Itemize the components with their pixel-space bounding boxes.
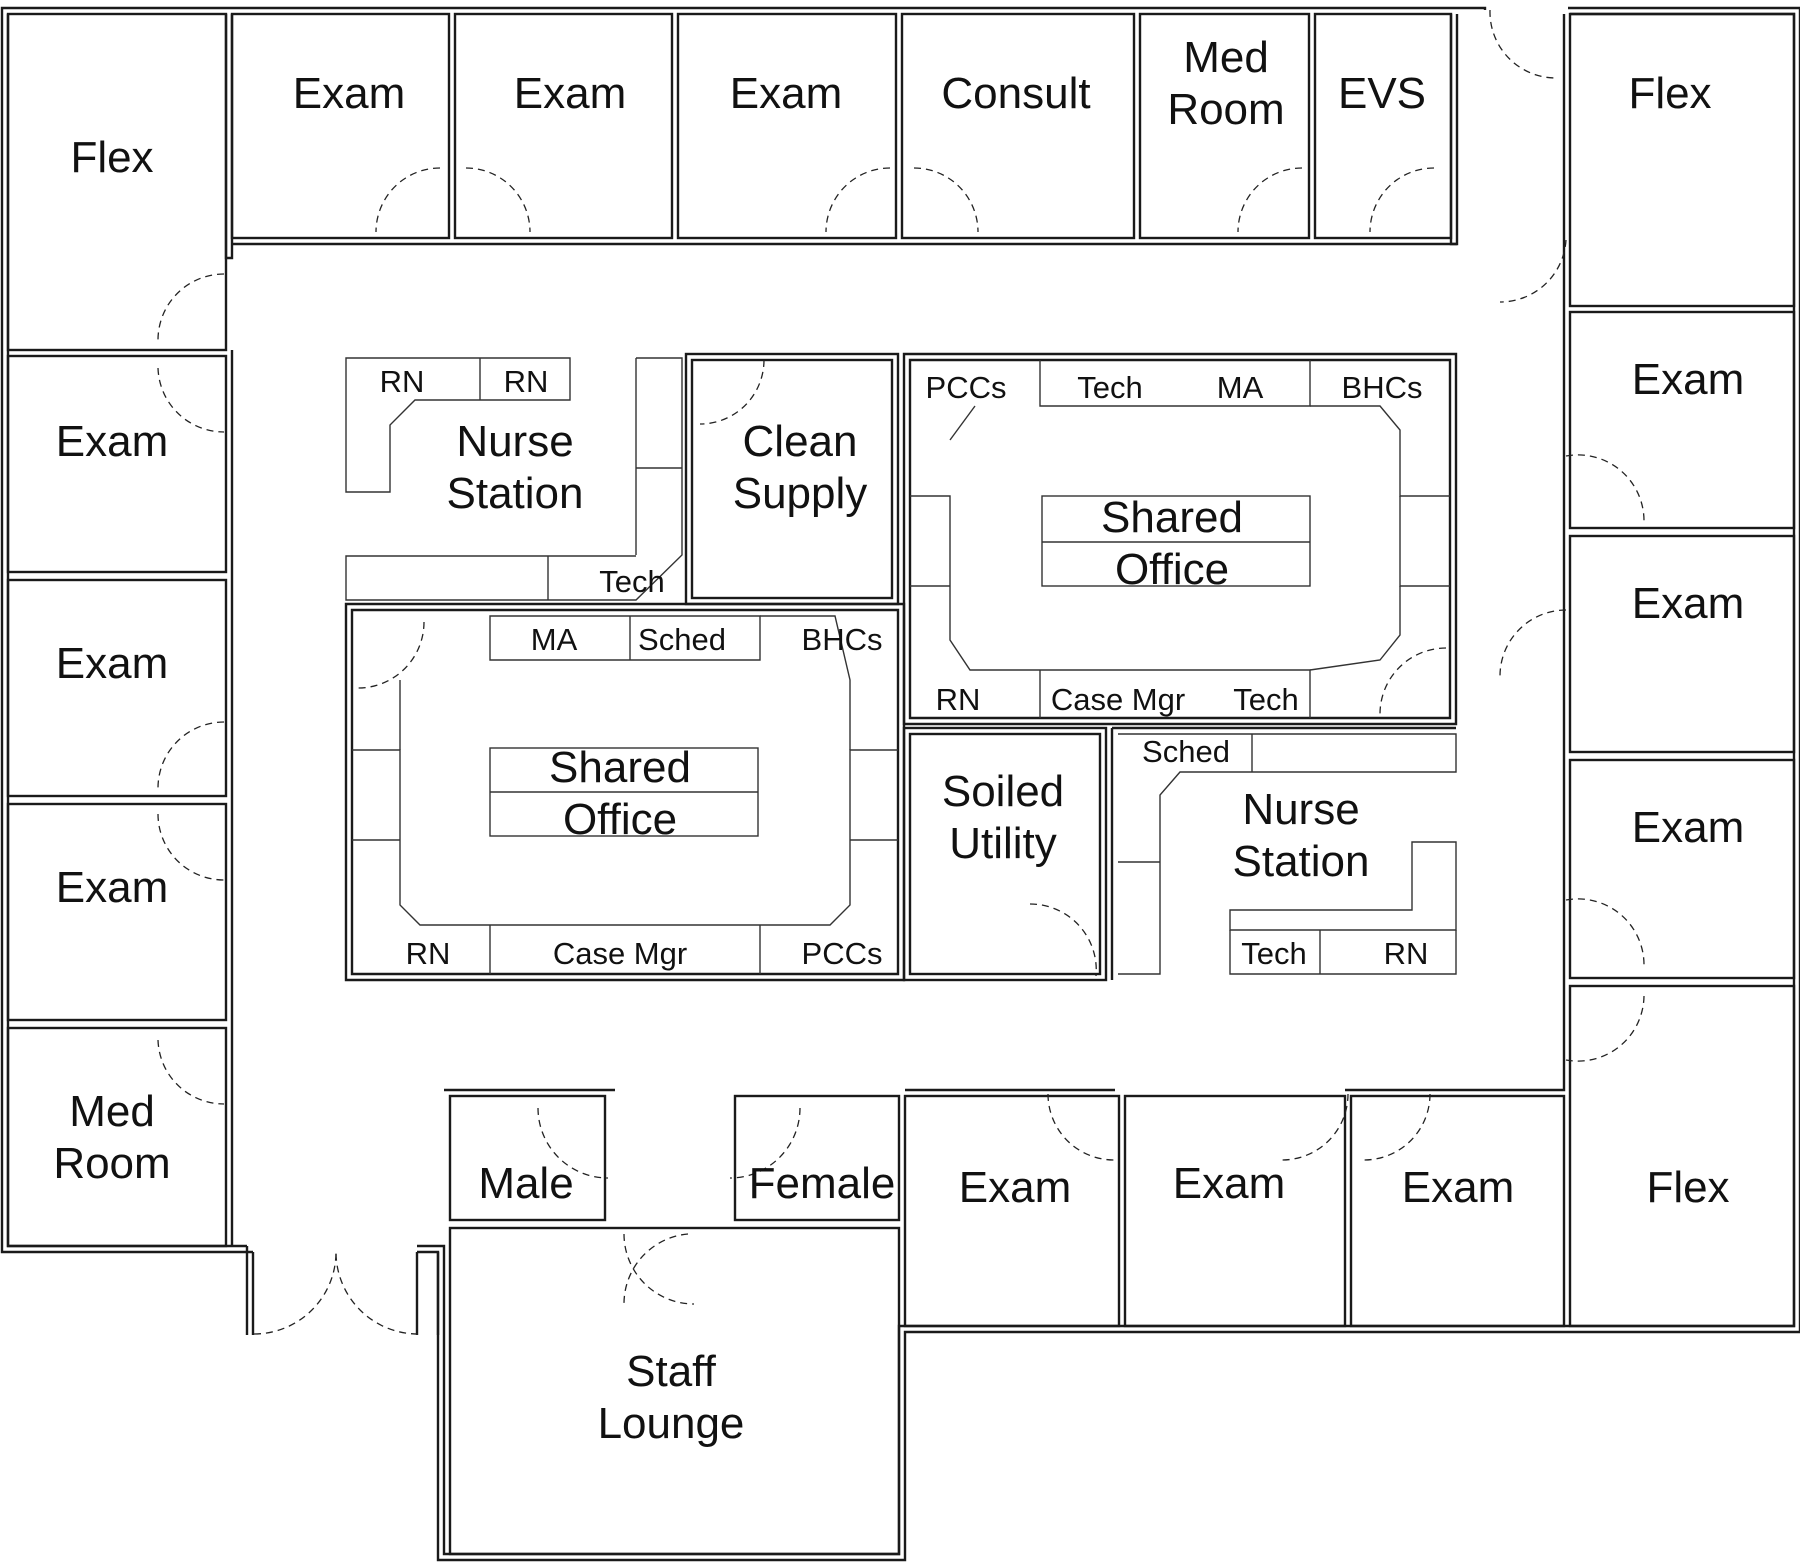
desk-label-pccs: PCCs [926,370,1007,405]
room-label-exam: Exam [1402,1163,1514,1212]
door-swing [1499,609,1567,677]
room-label-exam: Exam [1632,579,1744,628]
desk-label-tech: Tech [1233,682,1298,717]
door-swing [1379,647,1447,715]
desk-label-tech: Tech [1241,936,1306,971]
room-label-exam: Exam [56,863,168,912]
desk-label-tech: Tech [1077,370,1142,405]
room-label-nurse-station: Nurse [456,417,573,466]
room-label-exam: Exam [293,69,405,118]
desk-label-bhcs: BHCs [802,622,883,657]
room-label-staff-lounge: Lounge [598,1399,745,1448]
door-swing [1237,167,1303,233]
door-swings [157,9,1645,1335]
room-label-nurse-station: Station [447,469,584,518]
room-label-male: Male [478,1159,573,1208]
door-swing [335,1251,419,1335]
room-label-flex: Flex [1628,69,1711,118]
room-label-exam: Exam [730,69,842,118]
desk-label-rn: RN [936,682,981,717]
door-swing [1565,898,1645,967]
door-swing [253,1251,337,1335]
room-label-exam: Exam [959,1163,1071,1212]
room-label-nurse-station: Nurse [1242,785,1359,834]
desk-label-rn: RN [504,364,549,399]
door-swing [623,1233,695,1305]
desk-label-rn: RN [380,364,425,399]
right-room-walls [1562,306,1796,1328]
door-swing [623,1233,689,1305]
desk-label-ma: MA [1217,370,1264,405]
door-swing [537,1107,609,1179]
door-swing [1281,1093,1349,1161]
door-swing [157,813,225,881]
room-label-med-room: Med [69,1087,155,1136]
left-room-walls [6,350,234,1248]
room-label-female: Female [749,1159,896,1208]
desk-label-ma: MA [531,622,578,657]
room-label-evs: EVS [1338,69,1426,118]
door-swing [157,1039,225,1105]
door-swing [1363,1093,1431,1161]
desk-label-sched: Sched [1142,734,1230,769]
desk-label-rn: RN [1384,936,1429,971]
room-label-soiled-utility: Utility [949,819,1057,868]
room-label-flex: Flex [70,133,153,182]
room-label-consult: Consult [941,69,1090,118]
room-label-exam: Exam [1632,355,1744,404]
door-swing [1499,239,1567,303]
room-label-exam: Exam [56,417,168,466]
door-swing [1029,903,1097,977]
room-labels: Flex Exam Exam Exam Consult Med Room EVS… [53,33,1744,1448]
room-label-shared-office: Office [1115,545,1229,594]
door-swing [375,167,441,233]
door-swing [913,167,979,233]
bottom-room-walls [444,1086,1566,1556]
top-room-walls [6,12,1796,352]
desk-label-tech: Tech [599,564,664,599]
door-swing [1565,995,1645,1062]
room-label-clean-supply: Supply [733,469,868,518]
desk-label-case-mgr: Case Mgr [553,936,687,971]
door-swing [1369,167,1435,233]
room-label-shared-office: Shared [1101,493,1243,542]
door-swing [157,273,225,341]
room-label-staff-lounge: Staff [626,1347,716,1396]
door-swing [1047,1093,1115,1161]
door-swing [157,721,225,789]
room-label-med-room: Med [1183,33,1269,82]
door-swing [355,621,425,689]
desk-label-pccs: PCCs [802,936,883,971]
room-label-exam: Exam [1632,803,1744,852]
room-label-nurse-station: Station [1233,837,1370,886]
room-label-flex: Flex [1646,1163,1729,1212]
desk-label-bhcs: BHCs [1342,370,1423,405]
room-label-soiled-utility: Soiled [942,767,1064,816]
room-label-shared-office: Office [563,795,677,844]
central-block-walls [344,352,1458,982]
room-label-exam: Exam [1173,1159,1285,1208]
desk-label-rn: RN [406,936,451,971]
door-swing [699,359,765,425]
desk-label-sched: Sched [638,622,726,657]
door-swing [729,1107,801,1179]
room-label-med-room: Room [1167,85,1284,134]
room-label-exam: Exam [514,69,626,118]
door-swing [1565,454,1645,523]
door-swing [1489,9,1557,79]
door-swing [465,167,531,233]
door-swing [157,367,225,433]
room-label-shared-office: Shared [549,743,691,792]
room-label-clean-supply: Clean [743,417,858,466]
room-label-exam: Exam [56,639,168,688]
desk-label-case-mgr: Case Mgr [1051,682,1185,717]
door-swing [825,167,891,233]
room-label-med-room: Room [53,1139,170,1188]
desk-labels: RN RN Tech MA Sched BHCs RN Case Mgr PCC… [380,364,1429,971]
